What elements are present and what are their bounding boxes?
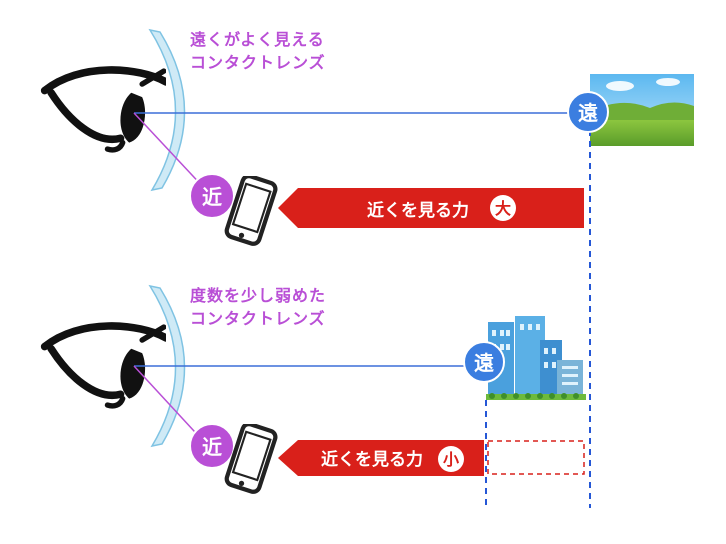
top-arrow-text: 近くを見る力 <box>367 200 469 221</box>
bottom-near-sight-arrow: 近くを見る力 小 <box>278 440 484 476</box>
top-near-sight-line <box>133 112 207 191</box>
top-near-sight-arrow: 近くを見る力 大 <box>278 188 584 228</box>
bottom-contact-lens <box>148 284 186 448</box>
top-size-badge: 大 <box>495 199 511 218</box>
bottom-smartphone-icon <box>225 422 277 493</box>
bottom-near-badge-label: 近 <box>202 435 222 459</box>
bottom-arrow-text: 近くを見る力 <box>321 449 423 470</box>
bottom-lens-title-line1: 度数を少し弱めた <box>190 286 327 305</box>
landscape-image <box>590 74 694 146</box>
bottom-far-badge-label: 遠 <box>474 351 494 375</box>
top-far-badge: 遠 <box>567 91 609 133</box>
bottom-lens-title: 度数を少し弱めた コンタクトレンズ <box>190 284 326 330</box>
top-near-badge: 近 <box>189 173 235 219</box>
top-eye-icon <box>45 70 166 150</box>
bottom-reduced-range-dashed-box <box>487 440 585 475</box>
top-lens-title-line2: コンタクトレンズ <box>190 53 326 72</box>
bottom-near-sight-line <box>133 365 207 445</box>
top-lens-title: 遠くがよく見える コンタクトレンズ <box>190 28 326 74</box>
top-near-badge-label: 近 <box>202 185 222 209</box>
top-smartphone-icon <box>225 174 277 245</box>
bottom-size-badge: 小 <box>443 450 459 469</box>
bottom-far-badge: 遠 <box>463 341 505 383</box>
top-far-badge-label: 遠 <box>578 101 598 125</box>
bottom-lens-title-line2: コンタクトレンズ <box>190 309 326 328</box>
top-lens-title-line1: 遠くがよく見える <box>190 30 325 49</box>
top-contact-lens <box>148 28 186 192</box>
bottom-near-badge: 近 <box>189 423 235 469</box>
